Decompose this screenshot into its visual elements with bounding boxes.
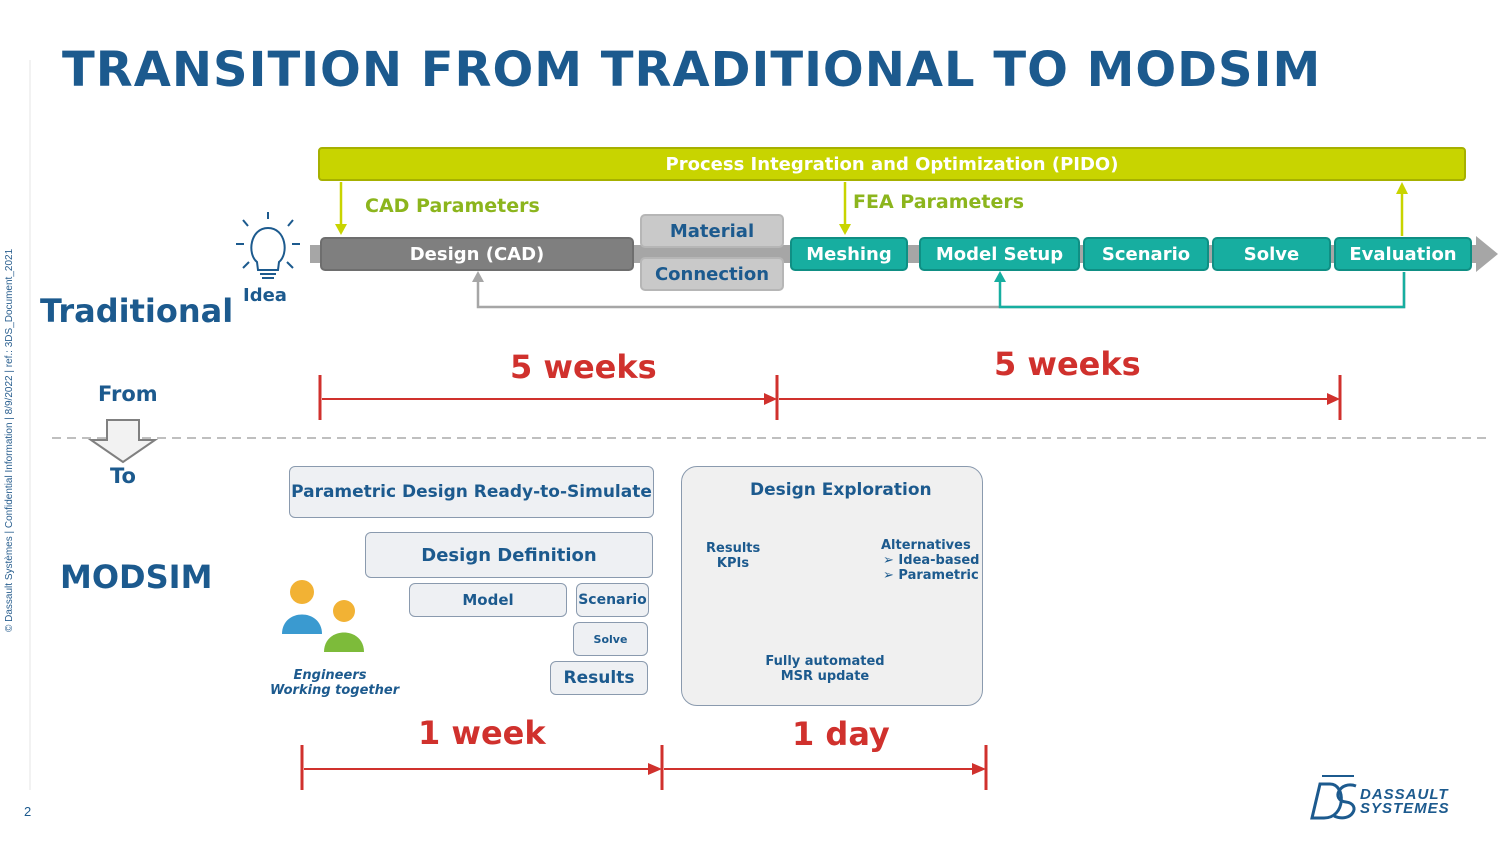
model-setup-label: Model Setup <box>935 243 1064 265</box>
parametric-item: ➢ Parametric <box>881 568 980 583</box>
evaluation-up-arrow-icon <box>1396 182 1408 194</box>
automated-line2: MSR update <box>780 669 870 684</box>
page-title: TRANSITION FROM TRADITIONAL TO MODSIM <box>62 42 1322 98</box>
down-arrow-icon <box>87 419 159 464</box>
alternatives-label: Alternatives <box>881 538 971 553</box>
cad-param-arrow-icon <box>335 224 347 235</box>
engineers-caption: Engineers Working together <box>270 668 400 698</box>
solve-small-box: Solve <box>573 622 648 656</box>
model-label: Model <box>462 591 514 609</box>
scenario-small-label: Scenario <box>578 592 647 608</box>
engineers-icon <box>282 580 364 652</box>
process-arrowhead-icon <box>1476 236 1498 272</box>
parametric-label: Parametric <box>898 568 979 583</box>
evaluation-box: Evaluation <box>1334 237 1472 271</box>
fea-parameters-label: FEA Parameters <box>853 191 1025 213</box>
results-kpis-caption: Results KPIs <box>706 541 760 571</box>
logo-line2: SYSTEMES <box>1360 800 1450 817</box>
idea-based-item: ➢ Idea-based <box>881 553 980 568</box>
material-box: Material <box>640 214 784 248</box>
parametric-design-box: Parametric Design Ready-to-Simulate <box>289 466 654 518</box>
model-box: Model <box>409 583 567 617</box>
design-definition-box: Design Definition <box>365 532 653 578</box>
connection-label: Connection <box>654 263 770 285</box>
lightbulb-icon <box>236 212 300 279</box>
engineers-caption-line2: Working together <box>270 683 400 698</box>
parametric-design-label: Parametric Design Ready-to-Simulate <box>291 482 652 502</box>
timeline-arrowhead-icon <box>648 763 662 775</box>
meshing-label: Meshing <box>806 243 892 265</box>
engineers-caption-line1: Engineers <box>293 668 367 683</box>
modsim-label: MODSIM <box>60 558 213 596</box>
timeline-arrowhead-icon <box>764 393 777 405</box>
design-definition-label: Design Definition <box>421 544 597 566</box>
traditional-label: Traditional <box>40 292 234 330</box>
traditional-duration-right: 5 weeks <box>994 345 1141 383</box>
feedback-teal-arrow-icon <box>994 271 1006 282</box>
scenario-box: Scenario <box>1083 237 1209 271</box>
results-kpis-line2: KPIs <box>716 556 750 571</box>
timeline-arrowhead-icon <box>972 763 986 775</box>
cad-parameters-label: CAD Parameters <box>365 195 540 217</box>
dassault-logo-icon <box>1310 775 1357 820</box>
meshing-box: Meshing <box>790 237 908 271</box>
evaluation-label: Evaluation <box>1349 243 1457 265</box>
pido-bar: Process Integration and Optimization (PI… <box>318 147 1466 181</box>
modsim-duration-right: 1 day <box>792 715 890 753</box>
bullet-arrow-icon: ➢ <box>883 568 899 583</box>
fea-param-arrow-icon <box>839 224 851 235</box>
logo-line1: DASSAULT <box>1360 786 1449 803</box>
idea-based-label: Idea-based <box>898 553 980 568</box>
from-label: From <box>98 382 158 406</box>
scenario-label: Scenario <box>1101 243 1191 265</box>
design-exploration-panel <box>681 466 983 706</box>
idea-label: Idea <box>243 285 287 306</box>
automated-caption: Fully automated MSR update <box>760 654 890 684</box>
feedback-gray-arrow-icon <box>472 271 484 282</box>
model-setup-box: Model Setup <box>919 237 1080 271</box>
results-label: Results <box>563 668 635 688</box>
solve-label: Solve <box>1243 243 1300 265</box>
alternatives-caption: Alternatives ➢ Idea-based ➢ Parametric <box>881 538 980 583</box>
results-box: Results <box>550 661 648 695</box>
modsim-duration-left: 1 week <box>418 714 546 752</box>
design-cad-box: Design (CAD) <box>320 237 634 271</box>
dassault-logo: DASSAULT SYSTEMES <box>1360 786 1450 817</box>
timeline-arrowhead-icon <box>1327 393 1340 405</box>
scenario-small-box: Scenario <box>576 583 649 617</box>
pido-label: Process Integration and Optimization (PI… <box>665 153 1119 175</box>
results-kpis-line1: Results <box>706 541 761 556</box>
design-cad-label: Design (CAD) <box>409 243 545 265</box>
bullet-arrow-icon: ➢ <box>883 553 899 568</box>
connection-box: Connection <box>640 257 784 291</box>
design-exploration-title: Design Exploration <box>750 480 932 500</box>
solve-box: Solve <box>1212 237 1331 271</box>
automated-line1: Fully automated <box>765 654 885 669</box>
material-label: Material <box>669 220 755 242</box>
to-label: To <box>110 464 136 488</box>
traditional-duration-left: 5 weeks <box>510 348 657 386</box>
solve-small-label: Solve <box>593 632 628 646</box>
page-number: 2 <box>24 804 32 819</box>
